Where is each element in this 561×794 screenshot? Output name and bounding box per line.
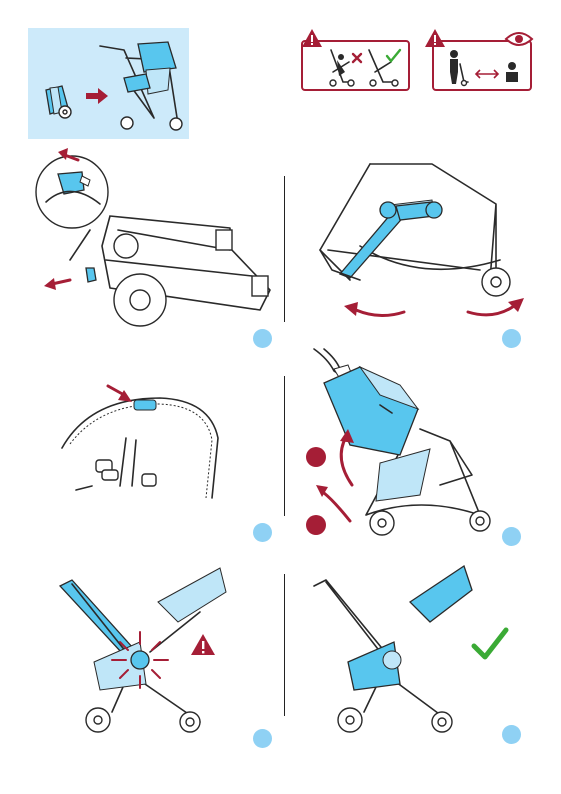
step-marker [253, 729, 272, 748]
empty-stroller [369, 50, 398, 86]
distance-arrow [476, 70, 498, 78]
rotate-arrow-right [468, 298, 524, 315]
fold-to-unfold-illustration [28, 28, 189, 139]
overview-panel [28, 28, 189, 139]
pull-arrow-left [44, 278, 70, 290]
folded-frame [70, 216, 270, 326]
seat-back-detail [62, 398, 218, 498]
warning-triangle-icon [190, 633, 216, 656]
step-marker [253, 329, 272, 348]
folded-stroller [46, 86, 71, 118]
press-arrow [108, 386, 132, 402]
rotate-arrow-left [344, 302, 404, 316]
step-rotate-frame-open [300, 150, 540, 340]
raised-seat [324, 367, 418, 455]
step-lock-button [60, 378, 280, 528]
stroller-with-child [330, 50, 354, 86]
warning-triangle-icon [301, 28, 323, 48]
step-dot-lower [306, 515, 326, 535]
step-marker [253, 523, 272, 542]
step-lift-seat [300, 345, 540, 545]
step-marker [502, 725, 521, 744]
lock-button [134, 400, 156, 410]
divider [284, 574, 285, 716]
divider [284, 376, 285, 516]
adult-figure [450, 50, 468, 86]
detail-magnifier [36, 156, 108, 228]
transform-arrow [86, 88, 108, 104]
warning-triangle-icon [424, 28, 446, 48]
step-unfold-release [30, 150, 280, 340]
unfolded-stroller [100, 42, 182, 130]
check-icon [387, 50, 400, 61]
step-marker [502, 527, 521, 546]
check-icon [470, 626, 510, 662]
step-check-lock-warning [50, 562, 280, 742]
stroller-frame [320, 164, 510, 296]
divider [284, 176, 285, 322]
eye-icon [504, 30, 534, 48]
step-dot-upper [306, 447, 326, 467]
child-figure [506, 62, 518, 82]
stroller-frame [314, 566, 472, 732]
lift-arrow-lower [316, 485, 350, 521]
cross-icon [353, 54, 361, 62]
